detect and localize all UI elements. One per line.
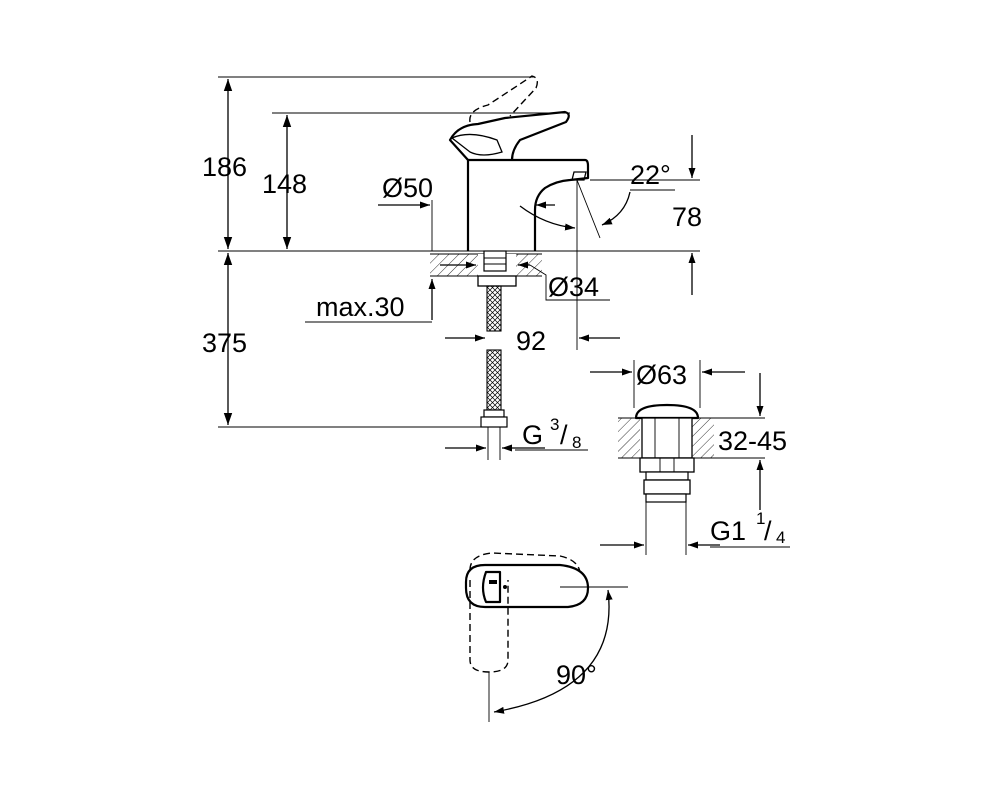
rotation-arc (493, 589, 613, 714)
label-waste-thickness: 32-45 (718, 426, 787, 456)
lever-top (464, 563, 590, 609)
label-total-height: 186 (202, 152, 247, 182)
label-spout-projection: 92 (516, 326, 546, 356)
label-waste-diameter: Ø63 (636, 360, 687, 390)
lever-handle (448, 110, 570, 161)
lever-rotated-dashed (469, 580, 509, 673)
label-waste-thread: G1 1 / 4 (710, 509, 785, 547)
faucet-side-view: 186 148 Ø50 22° 78 Ø34 max.30 375 92 G 3… (202, 75, 702, 460)
label-spout-reach: 78 (672, 202, 702, 232)
svg-text:8: 8 (572, 433, 581, 452)
svg-text:/: / (560, 420, 568, 450)
svg-text:1: 1 (756, 509, 765, 528)
braided-hose-lower (486, 349, 502, 411)
faucet-body (466, 158, 590, 251)
lever-raised-dashed (469, 75, 539, 123)
label-spout-height: 148 (262, 169, 307, 199)
lever-top-view: 90° (464, 552, 628, 722)
popup-waste-view: Ø63 32-45 G1 1 / 4 (590, 360, 790, 555)
svg-text:/: / (764, 516, 772, 546)
waste-body (641, 417, 693, 459)
spout-outlet (571, 171, 587, 181)
svg-text:G1: G1 (710, 516, 746, 546)
label-lever-rotation: 90° (556, 660, 597, 690)
svg-text:3: 3 (550, 415, 559, 434)
waste-cap (634, 403, 700, 420)
label-hose-length: 375 (202, 328, 247, 358)
svg-text:G: G (522, 420, 543, 450)
mounting-nut (477, 275, 517, 287)
svg-text:4: 4 (776, 528, 785, 547)
label-body-diameter: Ø50 (382, 173, 433, 203)
braided-hose-upper (486, 285, 502, 332)
hose-fitting-nut (480, 416, 508, 428)
label-hole-diameter: Ø34 (548, 272, 599, 302)
label-countertop-thickness: max.30 (316, 292, 405, 322)
label-spout-angle: 22° (630, 160, 671, 190)
waste-nut (639, 457, 695, 473)
label-hose-thread: G 3 / 8 (522, 415, 581, 452)
